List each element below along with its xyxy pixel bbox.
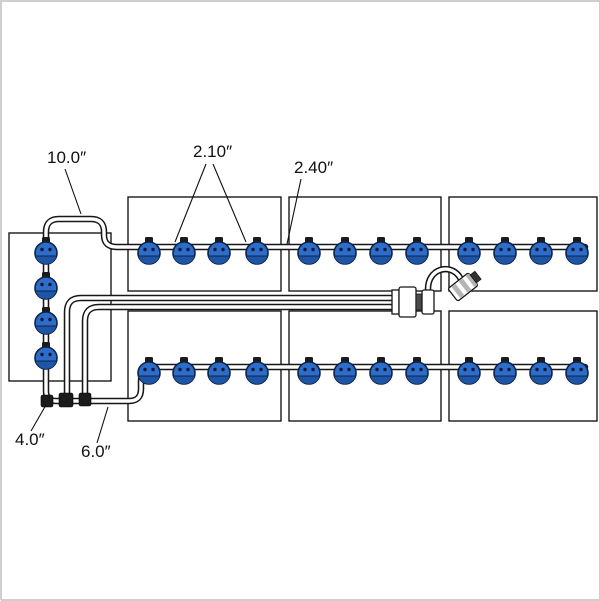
coupler-body — [399, 287, 416, 317]
dimension-label-loop: 10.0″ — [47, 148, 86, 167]
dimension-label-feed: 6.0″ — [81, 442, 111, 461]
leader-line-feed — [97, 407, 108, 443]
leader-line-loop — [65, 169, 81, 214]
coupler-neck — [416, 294, 422, 310]
elbow-fitting-icon — [41, 395, 53, 407]
dimension-label-cap-spacing: 2.10″ — [193, 142, 232, 161]
coupler-valve — [422, 290, 434, 314]
tee-fittings — [41, 393, 91, 407]
tee-fitting-icon — [79, 393, 91, 406]
leader-line-tee-drop — [31, 405, 46, 431]
coupler-flange — [392, 290, 399, 314]
dimension-label-tee-drop: 4.0″ — [15, 430, 45, 449]
tee-fitting-icon — [59, 393, 73, 407]
dimension-label-row-gap: 2.40″ — [294, 158, 333, 177]
